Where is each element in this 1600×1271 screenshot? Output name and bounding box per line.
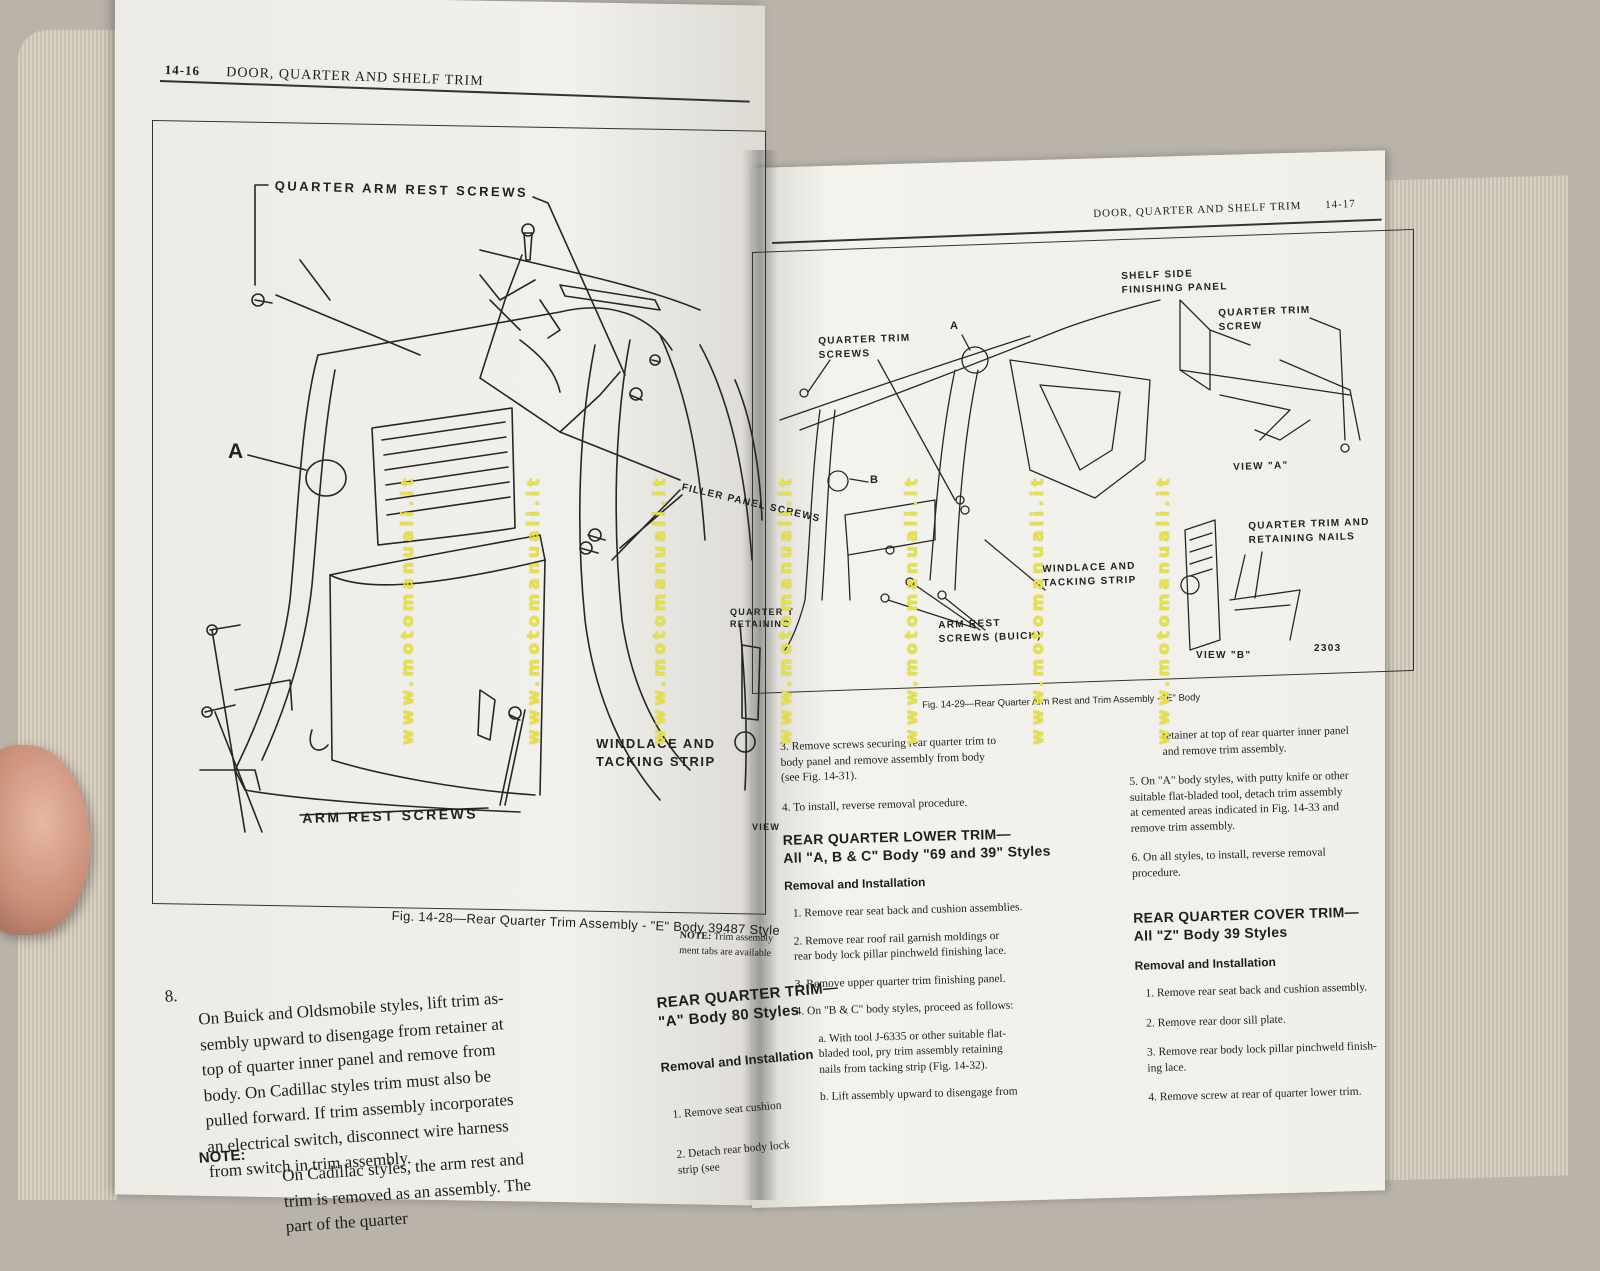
right-lower-step-4a: a. With tool J-6335 or other suitable fl…: [818, 1027, 1007, 1076]
watermark-6: www.motomanuali.it: [1028, 474, 1048, 745]
right-col1-step-4: 4. To install, reverse removal procedure…: [781, 796, 968, 814]
right-lower-step-1: 1. Remove rear seat back and cushion ass…: [792, 901, 1023, 920]
label-quarter-trim-screw: QUARTER TRIM SCREW: [1218, 304, 1311, 333]
label-quarter-trim-retaining-nails: QUARTER TRIM AND RETAINING NAILS: [1248, 516, 1370, 546]
right-column-1: 3. Remove screws securing rear quarter t…: [780, 731, 1130, 1107]
right-figure-illustration: [779, 299, 1361, 651]
right-col1-step-3: 3. Remove screws securing rear quarter t…: [780, 734, 997, 785]
right-col2-step-5: 5. On "A" body styles, with putty knife …: [1129, 769, 1349, 835]
right-heading-lower-trim: REAR QUARTER LOWER TRIM— All "A, B & C" …: [782, 825, 1051, 866]
right-lower-step-3: 3. Remove upper quarter trim finishing p…: [794, 972, 1006, 991]
label-view-b: VIEW "B": [1196, 650, 1252, 661]
right-lower-step-2: 2. Remove rear roof rail garnish molding…: [793, 929, 1007, 963]
book-photo: 14-16 DOOR, QUARTER AND SHELF TRIM: [0, 0, 1568, 1236]
left-figure-illustration: [199, 184, 763, 833]
left-page-stack-edge: [18, 30, 118, 1200]
right-col2-step-6: 6. On all styles, to install, reverse re…: [1131, 846, 1326, 880]
watermark-3: www.motomanuali.it: [650, 474, 670, 745]
watermark-5: www.motomanuali.it: [902, 474, 922, 745]
right-heading-cover-trim: REAR QUARTER COVER TRIM— All "Z" Body 39…: [1133, 903, 1360, 944]
right-lower-step-4: 4. On "B & C" body styles, proceed as fo…: [795, 999, 1014, 1018]
label-right-windlace: WINDLACE AND TACKING STRIP: [1042, 560, 1137, 589]
watermark-4: www.motomanuali.it: [776, 474, 796, 745]
label-right-callout-a: A: [950, 320, 960, 332]
right-column-2: retainer at top of rear quarter inner pa…: [1128, 721, 1468, 1107]
label-arm-rest-screws-buick: ARM REST SCREWS (BUICK): [938, 617, 1043, 645]
label-quarter-trim-screws: QUARTER TRIM SCREWS: [818, 332, 911, 361]
label-figure-number: 2303: [1314, 643, 1342, 654]
watermark-7: www.motomanuali.it: [1154, 474, 1174, 745]
right-cover-step-3: 3. Remove rear body lock pillar pinchwel…: [1146, 1040, 1378, 1075]
right-cover-step-1: 1. Remove rear seat back and cushion ass…: [1145, 981, 1368, 1000]
label-shelf-side-finishing-panel: SHELF SIDE FINISHING PANEL: [1121, 268, 1228, 296]
label-quarter-trim-retaining: QUARTER T RETAINING: [730, 607, 795, 630]
label-view: VIEW: [752, 822, 781, 832]
right-subheading-lower: Removal and Installation: [783, 875, 926, 894]
label-view-a: VIEW "A": [1233, 460, 1289, 473]
watermark-1: www.motomanuali.it: [398, 474, 418, 745]
watermark-2: www.motomanuali.it: [524, 474, 544, 745]
right-subheading-cover: Removal and Installation: [1134, 955, 1277, 974]
label-windlace-tacking-strip: WINDLACE AND TACKING STRIP: [596, 736, 716, 769]
right-cover-step-2: 2. Remove rear door sill plate.: [1146, 1013, 1286, 1030]
label-right-callout-b: B: [870, 474, 880, 486]
label-callout-a: A: [228, 440, 244, 463]
